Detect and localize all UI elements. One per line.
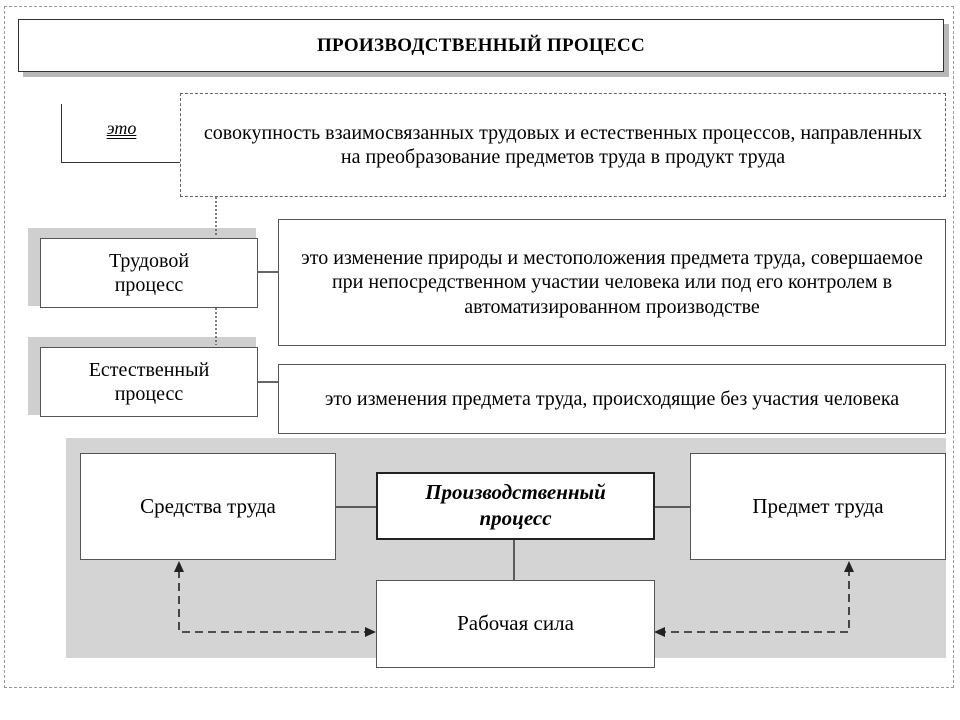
labor-process-box: Трудовой процесс [40,238,258,308]
title-box: ПРОИЗВОДСТВЕННЫЙ ПРОЦЕСС [18,19,944,72]
outer-frame [4,6,954,688]
labor-process-label: Трудовой процесс [108,249,190,296]
production-process-center-label: Производственный процесс [425,480,606,530]
object-of-labor-label: Предмет труда [752,493,884,518]
labor-force-box: Рабочая сила [376,580,655,668]
production-process-center-box: Производственный процесс [376,472,655,540]
definition-box: совокупность взаимосвязанных трудовых и … [180,93,946,197]
eto-label: это [106,118,137,139]
object-of-labor-box: Предмет труда [690,453,946,560]
means-of-labor-box: Средства труда [80,453,336,560]
means-of-labor-label: Средства труда [140,493,276,518]
natural-process-description-box: это изменения предмета труда, происходящ… [278,364,946,434]
natural-process-label: Естественный процесс [88,358,210,405]
natural-process-box: Естественный процесс [40,347,258,417]
natural-process-description: это изменения предмета труда, происходящ… [324,387,900,410]
page-title: ПРОИЗВОДСТВЕННЫЙ ПРОЦЕСС [316,34,646,56]
labor-process-description-box: это изменение природы и местоположения п… [278,219,946,346]
labor-process-description: это изменение природы и местоположения п… [301,246,923,318]
definition-text: совокупность взаимосвязанных трудовых и … [203,121,923,168]
labor-force-label: Рабочая сила [457,611,574,636]
eto-label-box: это [61,104,181,163]
